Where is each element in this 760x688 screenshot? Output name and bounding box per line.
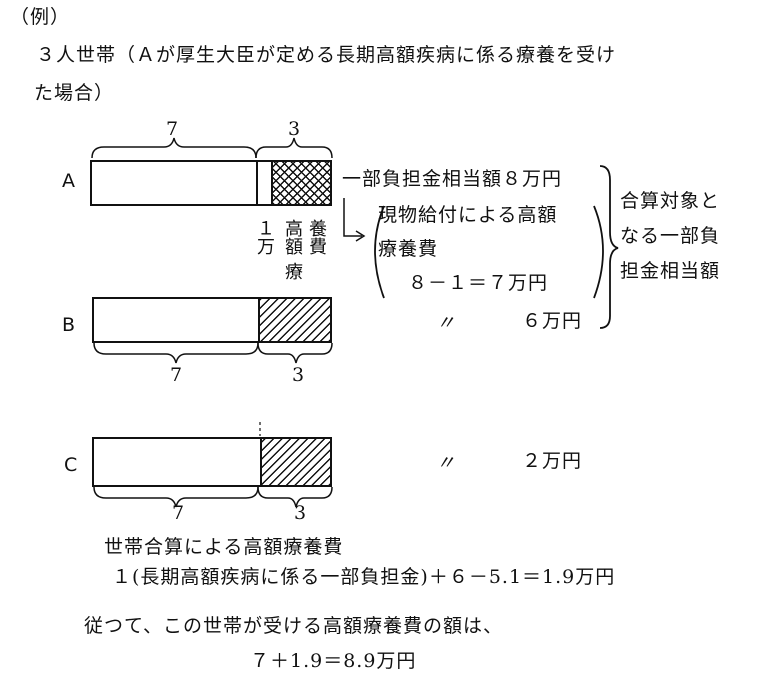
- example-label: （例）: [10, 6, 71, 28]
- benefit-line-2: 療養費: [378, 238, 439, 260]
- row-a-divider: [256, 160, 258, 206]
- brace-c-3: [257, 486, 333, 508]
- footer-line-1: 世帯合算による高額療養費: [104, 536, 344, 558]
- ratio-a-7: 7: [166, 118, 180, 140]
- row-b-label: B: [62, 314, 77, 336]
- arrow-to-benefit: [343, 198, 362, 237]
- row-a-label: A: [62, 170, 76, 192]
- footer-line-3: 従つて、この世帯が受ける高額療養費の額は、: [84, 615, 504, 637]
- combined-line-1: 合算対象と: [620, 190, 721, 212]
- ratio-a-3: 3: [288, 118, 302, 140]
- brace-c-7: [93, 486, 259, 508]
- c-ditto: 〃: [436, 452, 457, 474]
- benefit-paren-left: [374, 205, 385, 299]
- row-c-hatched-segment: [260, 437, 332, 487]
- c-amount: ２万円: [522, 450, 583, 472]
- row-b-hatched-segment: [258, 297, 332, 343]
- benefit-formula: ８－１＝７万円: [408, 272, 549, 294]
- ratio-b-3: 3: [292, 364, 306, 386]
- row-c-label: C: [64, 454, 79, 476]
- brace-a-3: [255, 137, 333, 159]
- a-vertical-label-col2: 養費: [306, 219, 327, 255]
- brace-a-7: [91, 137, 257, 159]
- brace-b-7: [93, 342, 259, 364]
- combined-brace: [599, 165, 619, 329]
- b-ditto: 〃: [436, 312, 457, 334]
- ratio-b-7: 7: [170, 364, 184, 386]
- a-small-note: １万: [254, 219, 275, 255]
- footer-line-4: ７＋1.9＝8.9万円: [250, 650, 417, 672]
- b-amount: ６万円: [522, 310, 583, 332]
- brace-b-3: [257, 342, 333, 364]
- row-a-crosshatch-segment: [271, 160, 332, 206]
- combined-line-3: 担金相当額: [620, 260, 721, 282]
- a-vertical-label-col3: 療: [282, 262, 303, 280]
- ratio-c-3: 3: [294, 502, 308, 524]
- a-vertical-label-col1: 高額: [282, 219, 303, 255]
- benefit-paren-right: [593, 205, 604, 299]
- a-partial-burden: 一部負担金相当額８万円: [342, 168, 563, 190]
- intro-line-2: た場合）: [34, 82, 115, 104]
- intro-line-1: ３人世帯（Ａが厚生大臣が定める長期高額疾病に係る療養を受け: [36, 44, 617, 66]
- benefit-line-1: 現物給付による高額: [378, 204, 558, 226]
- combined-line-2: なる一部負: [620, 225, 721, 247]
- footer-line-2: １(長期高額疾病に係る一部負担金)＋６－5.1＝1.9万円: [112, 566, 616, 588]
- ratio-c-7: 7: [172, 502, 186, 524]
